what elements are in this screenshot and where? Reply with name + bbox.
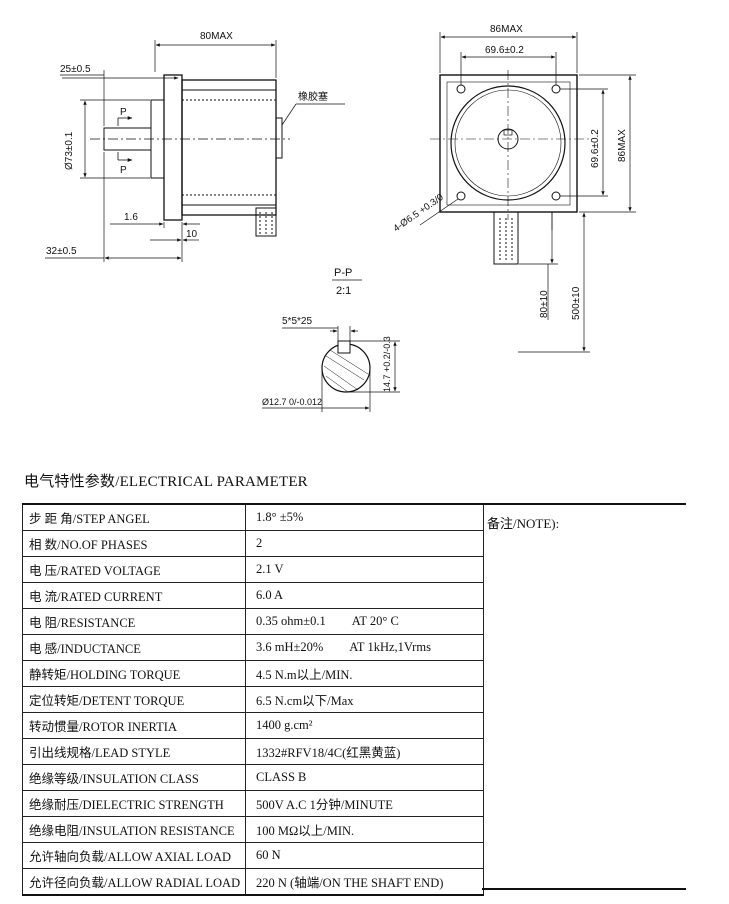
param-name: 绝缘电阻/INSULATION RESISTANCE — [22, 816, 246, 843]
param-name: 绝缘等级/INSULATION CLASS — [22, 764, 246, 791]
table-row: 静转矩/HOLDING TORQUE 4.5 N.m以上/MIN. — [22, 660, 484, 687]
param-value: 2 — [256, 536, 263, 550]
param-name: 电 感/INDUCTANCE — [22, 634, 246, 661]
param-value: 4.5 N.m以上/MIN. — [256, 668, 353, 682]
param-value-cell: 60 N — [245, 842, 484, 869]
param-value: 6.5 N.cm以下/Max — [256, 694, 354, 708]
param-value-cell: 1400 g.cm² — [245, 712, 484, 739]
table-row: 绝缘电阻/INSULATION RESISTANCE 100 MΩ以上/MIN. — [22, 816, 484, 843]
table-row: 转动惯量/ROTOR INERTIA 1400 g.cm² — [22, 712, 484, 739]
param-name: 静转矩/HOLDING TORQUE — [22, 660, 246, 687]
table-row: 允许径向负载/ALLOW RADIAL LOAD 220 N (轴端/ON THE… — [22, 868, 484, 896]
param-value-cell: 3.6 mH±20% AT 1kHz,1Vrms — [245, 634, 484, 661]
dim-body-diameter: Ø73±0.1 — [64, 131, 75, 170]
side-view — [45, 40, 345, 262]
param-name: 定位转矩/DETENT TORQUE — [22, 686, 246, 713]
param-value-cell: 2.1 V — [245, 556, 484, 583]
param-value: 0.35 ohm±0.1 — [256, 614, 326, 628]
param-value-cell: 6.5 N.cm以下/Max — [245, 686, 484, 713]
param-condition: AT 1kHz,1Vrms — [349, 640, 431, 654]
dim-lead-length-short: 80±10 — [539, 290, 550, 318]
dim-hole-spacing-y: 69.6±0.2 — [590, 129, 601, 168]
parameter-rows: 步 距 角/STEP ANGEL 1.8° ±5% 相 数/NO.OF PHASES… — [22, 503, 484, 896]
table-row: 允许轴向负载/ALLOW AXIAL LOAD 60 N — [22, 842, 484, 869]
note-box: 备注/NOTE): — [482, 503, 686, 890]
dim-hole-spacing-x: 69.6±0.2 — [485, 45, 524, 56]
param-name: 电 压/RATED VOLTAGE — [22, 556, 246, 583]
param-value-cell: 0.35 ohm±0.1 AT 20° C — [245, 608, 484, 635]
table-row: 绝缘等级/INSULATION CLASS CLASS B — [22, 764, 484, 791]
param-value: 1332#RFV18/4C(红黑黄蓝) — [256, 746, 401, 760]
param-value-cell: 500V A.C 1分钟/MINUTE — [245, 790, 484, 817]
param-name: 允许轴向负载/ALLOW AXIAL LOAD — [22, 842, 246, 869]
table-row: 定位转矩/DETENT TORQUE 6.5 N.cm以下/Max — [22, 686, 484, 713]
param-value: 1400 g.cm² — [256, 718, 313, 732]
section-mark-top: P — [120, 107, 127, 118]
table-row: 电 压/RATED VOLTAGE 2.1 V — [22, 556, 484, 583]
table-row: 引出线规格/LEAD STYLE 1332#RFV18/4C(红黑黄蓝) — [22, 738, 484, 765]
label-rubber-plug: 橡胶塞 — [298, 90, 328, 103]
section-scale: 2:1 — [336, 285, 351, 297]
dim-overall-length: 80MAX — [200, 31, 233, 42]
table-row: 电 感/INDUCTANCE 3.6 mH±20% AT 1kHz,1Vrms — [22, 634, 484, 661]
param-value: 6.0 A — [256, 588, 284, 602]
section-mark-bottom: P — [120, 165, 127, 176]
dim-shaft-diameter: Ø12.7 0/-0.012 — [262, 397, 322, 407]
param-name: 相 数/NO.OF PHASES — [22, 530, 246, 557]
table-row: 电 流/RATED CURRENT 6.0 A — [22, 582, 484, 609]
dim-key-size: 5*5*25 — [282, 316, 312, 327]
table-row: 电 阻/RESISTANCE 0.35 ohm±0.1 AT 20° C — [22, 608, 484, 635]
note-label: 备注/NOTE): — [487, 516, 560, 531]
front-view — [419, 32, 636, 353]
dim-shaft-length: 32±0.5 — [46, 246, 77, 257]
param-name: 绝缘耐压/DIELECTRIC STRENGTH — [22, 790, 246, 817]
param-name: 允许径向负载/ALLOW RADIAL LOAD — [22, 868, 246, 896]
param-value: 220 N (轴端/ON THE SHAFT END) — [256, 876, 444, 890]
dim-key-height: 14.7 +0.2/-0.3 — [382, 336, 392, 392]
param-value: 3.6 mH±20% — [256, 640, 324, 654]
electrical-parameter-title: 电气特性参数/ELECTRICAL PARAMETER — [24, 474, 308, 490]
param-value: 1.8° ±5% — [256, 510, 304, 524]
param-name: 步 距 角/STEP ANGEL — [22, 503, 246, 531]
param-name: 转动惯量/ROTOR INERTIA — [22, 712, 246, 739]
dim-lead-length-long: 500±10 — [571, 286, 582, 320]
dim-front-width: 86MAX — [490, 24, 523, 35]
section-title: P-P — [334, 267, 352, 279]
param-value-cell: 100 MΩ以上/MIN. — [245, 816, 484, 843]
param-value-cell: 1332#RFV18/4C(红黑黄蓝) — [245, 738, 484, 765]
param-value: 60 N — [256, 848, 281, 862]
param-value: 100 MΩ以上/MIN. — [256, 824, 355, 838]
electrical-parameter-table: 步 距 角/STEP ANGEL 1.8° ±5% 相 数/NO.OF PHASES… — [22, 503, 484, 896]
dim-front-height: 86MAX — [617, 129, 628, 162]
param-value-cell: CLASS B — [245, 764, 484, 791]
param-value-cell: 1.8° ±5% — [245, 503, 484, 531]
param-name: 电 阻/RESISTANCE — [22, 608, 246, 635]
param-value-cell: 220 N (轴端/ON THE SHAFT END) — [245, 868, 484, 896]
section-view — [262, 279, 400, 412]
param-value-cell: 6.0 A — [245, 582, 484, 609]
dim-flange-offset: 10 — [186, 229, 198, 240]
param-name: 引出线规格/LEAD STYLE — [22, 738, 246, 765]
param-value-cell: 4.5 N.m以上/MIN. — [245, 660, 484, 687]
table-row: 步 距 角/STEP ANGEL 1.8° ±5% — [22, 503, 484, 531]
param-value: CLASS B — [256, 770, 307, 784]
param-value: 500V A.C 1分钟/MINUTE — [256, 798, 393, 812]
param-value-cell: 2 — [245, 530, 484, 557]
table-row: 绝缘耐压/DIELECTRIC STRENGTH 500V A.C 1分钟/MIN… — [22, 790, 484, 817]
table-row: 相 数/NO.OF PHASES 2 — [22, 530, 484, 557]
param-value: 2.1 V — [256, 562, 284, 576]
motor-dimension-drawing: 80MAX 25±0.5 Ø73±0.1 橡胶塞 P P 1.6 10 32±0… — [45, 24, 636, 412]
param-condition: AT 20° C — [351, 614, 399, 628]
param-name: 电 流/RATED CURRENT — [22, 582, 246, 609]
dim-front-boss: 25±0.5 — [60, 64, 91, 75]
dim-flange-thickness: 1.6 — [124, 212, 138, 223]
